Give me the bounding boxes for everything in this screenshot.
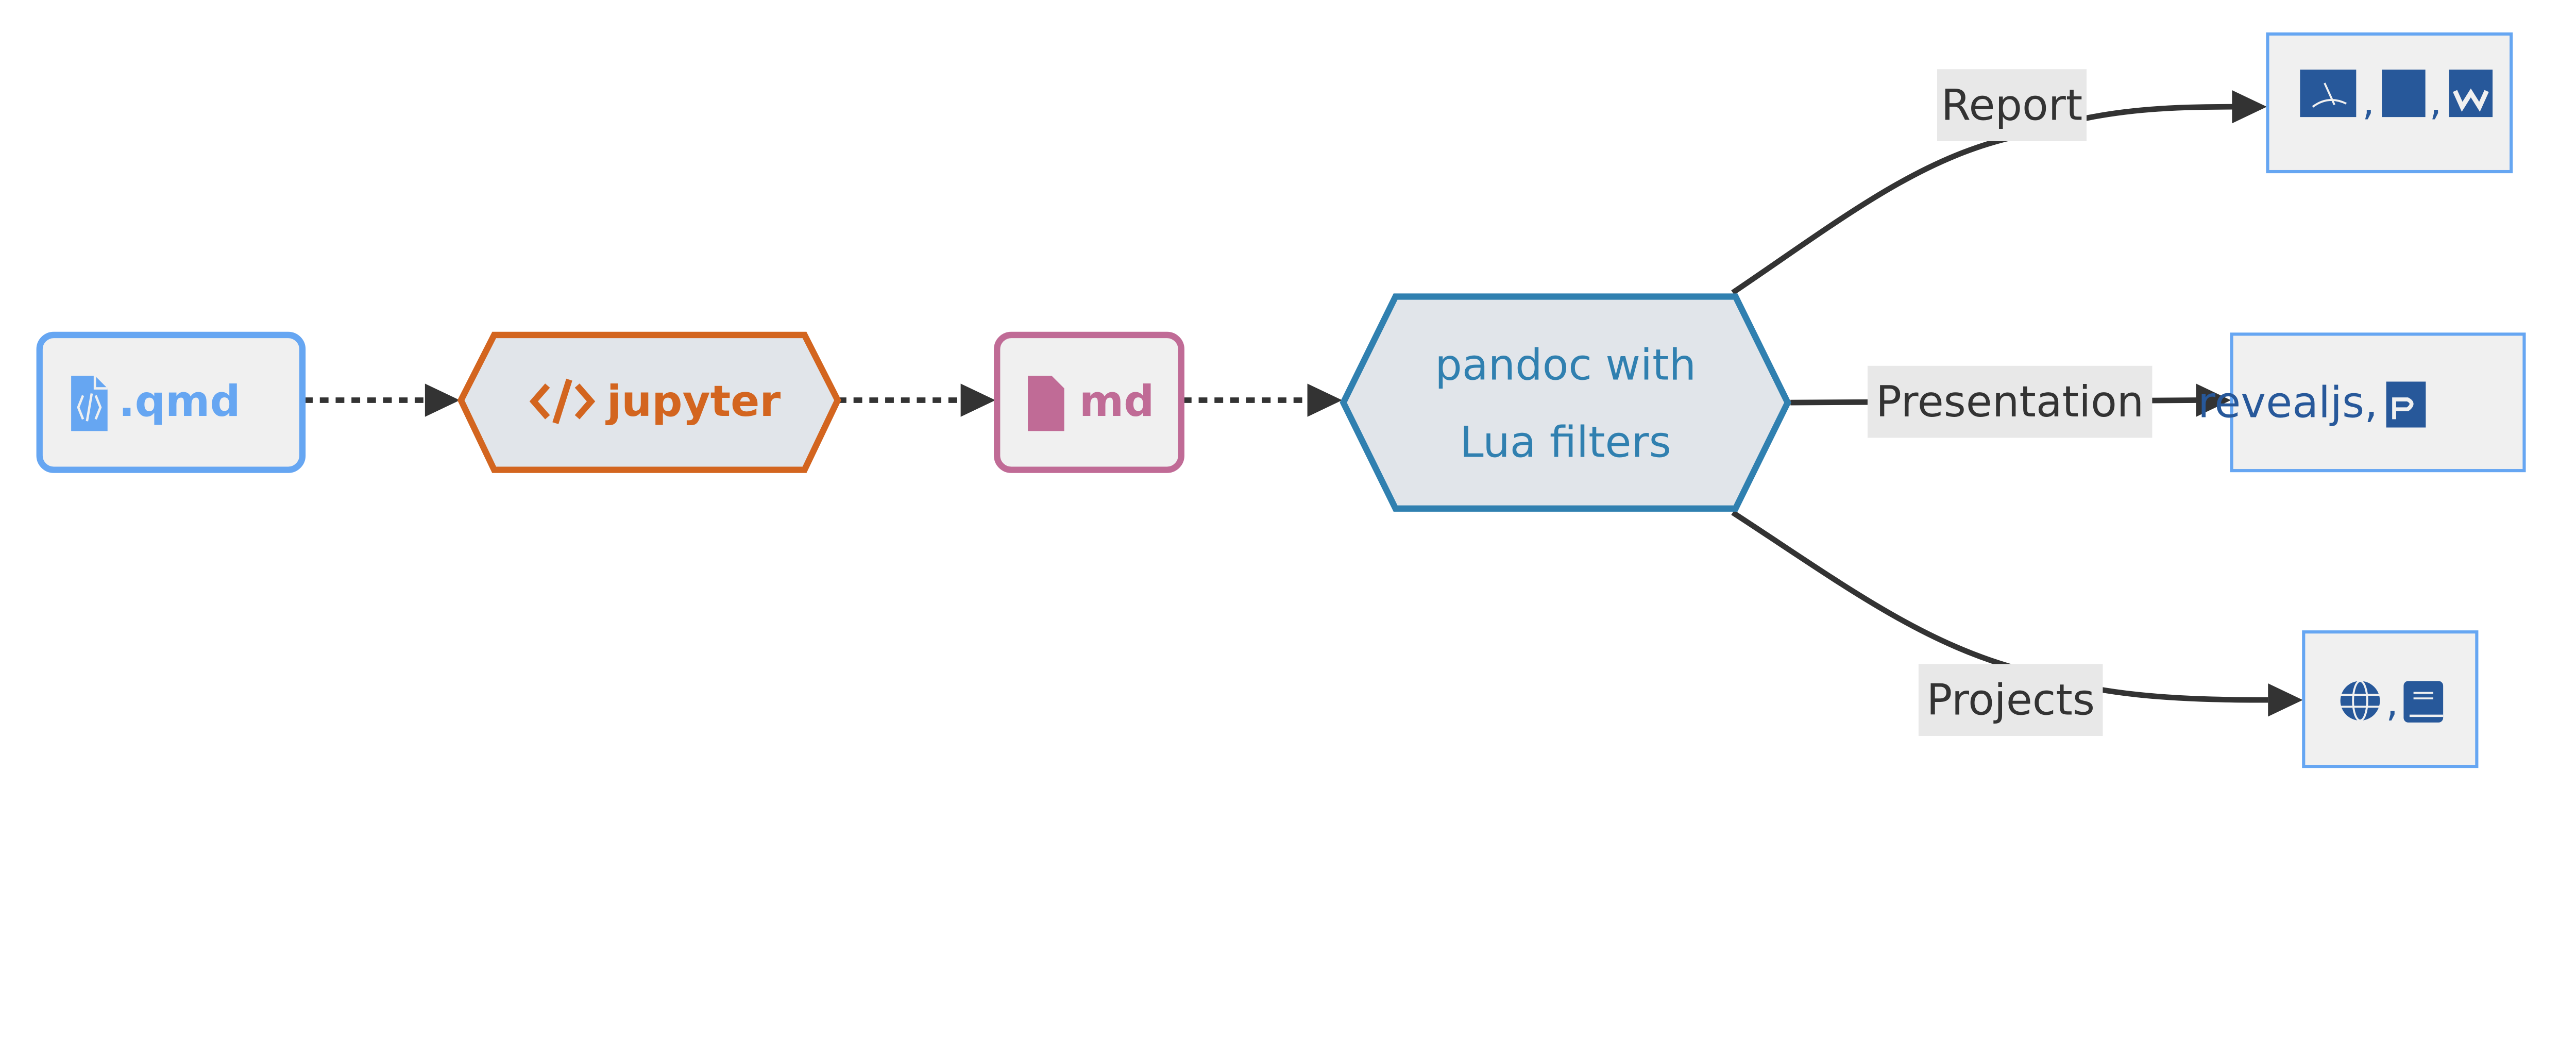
node-label-line2: Lua filters (1460, 417, 1671, 467)
node-pandoc[interactable]: pandoc with Lua filters (1340, 293, 1791, 512)
edge-label-projects: Projects (1918, 664, 2103, 736)
file-word-icon (2449, 70, 2493, 118)
globe-icon (2340, 680, 2380, 722)
file-code-icon (71, 375, 108, 431)
arrowhead (2232, 90, 2267, 124)
edge-label-text: Projects (1926, 675, 2095, 725)
file-pdf-icon (2300, 70, 2357, 118)
node-projects-outputs[interactable]: , (2302, 630, 2479, 768)
arrowhead (2196, 383, 2231, 417)
node-label: jupyter (605, 376, 781, 426)
file-powerpoint-icon (2386, 381, 2426, 428)
node-label: revealjs, (2198, 378, 2378, 428)
separator: , (2362, 79, 2375, 125)
flow-diagram: Report Presentation Projects .qmd jupyte… (36, 32, 2526, 768)
edge-label-report: Report (1937, 69, 2087, 141)
edge-label-text: Report (1941, 80, 2083, 130)
edge-label-text: Presentation (1876, 377, 2144, 427)
node-presentation-outputs[interactable]: revealjs, (2198, 332, 2526, 473)
node-report-outputs[interactable]: , , (2266, 32, 2513, 174)
node-jupyter[interactable]: jupyter (457, 331, 841, 473)
arrowhead (1307, 383, 1343, 417)
code-icon (529, 378, 596, 424)
edge-label-presentation: Presentation (1867, 365, 2153, 438)
node-label-line1: pandoc with (1435, 340, 1696, 390)
arrowhead (2268, 683, 2303, 717)
node-md[interactable]: md (994, 331, 1184, 473)
book-icon (2403, 681, 2444, 723)
node-label: .qmd (118, 376, 240, 426)
node-label: md (1079, 376, 1155, 426)
arrowhead (960, 383, 996, 417)
file-icon (1028, 375, 1064, 431)
arrowhead (425, 383, 460, 417)
file-icon (2382, 70, 2426, 118)
separator: , (2386, 680, 2398, 726)
separator: , (2429, 79, 2442, 125)
node-qmd[interactable]: .qmd (36, 331, 306, 473)
